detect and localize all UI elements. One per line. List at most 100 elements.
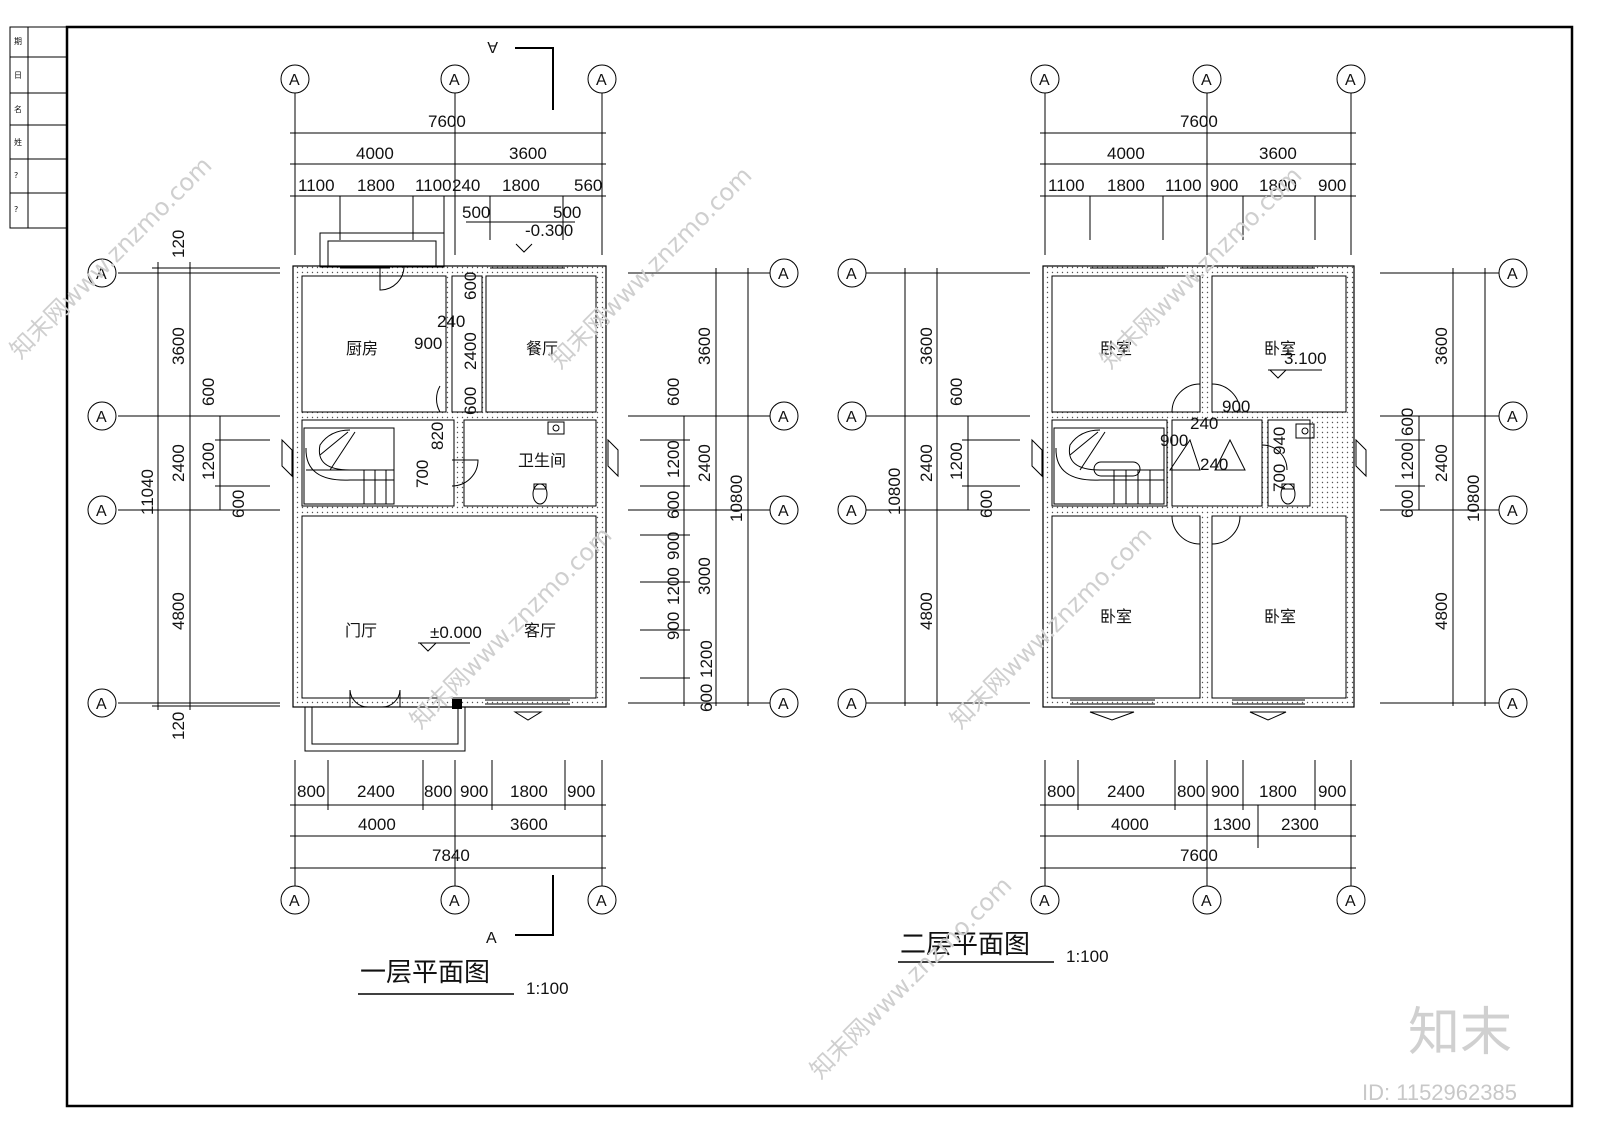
dim-top-detail: 1800: [1107, 176, 1145, 195]
grid-label: A: [289, 72, 300, 89]
dim-right-inner: 1200: [1398, 442, 1417, 480]
dim-inner: 900: [1160, 431, 1188, 450]
dim-top-total: 7600: [428, 112, 466, 131]
dim-top-total: 7600: [1180, 112, 1218, 131]
dim-right-3000: 3000: [695, 557, 714, 595]
dim-bottom-detail: 800: [424, 782, 452, 801]
dim-top-part: 4000: [356, 144, 394, 163]
dim-left-part: 3600: [169, 327, 188, 365]
dim-bottom-detail: 900: [567, 782, 595, 801]
grid-label: A: [1507, 503, 1518, 520]
dim-bottom-part: 3600: [510, 815, 548, 834]
plan2-title: 二层平面图: [900, 930, 1030, 960]
grid-label: A: [778, 503, 789, 520]
plan1-bath-fixtures: [532, 421, 565, 505]
grid-label: A: [1507, 696, 1518, 713]
grid-label: A: [1039, 893, 1050, 910]
dim-bottom-detail: 800: [1177, 782, 1205, 801]
dim-top-detail: 1100: [1165, 176, 1202, 195]
dim-right-part: 3600: [1432, 327, 1451, 365]
grid-label: A: [96, 409, 107, 426]
dim-inner: 940: [1270, 427, 1289, 455]
dim-top-part: 4000: [1107, 144, 1145, 163]
title-block: 期 日 名 姓 ? ?: [9, 26, 68, 229]
dim-top-detail: 1100: [415, 176, 452, 195]
grid-label: A: [1201, 893, 1212, 910]
room-dining: 餐厅: [526, 339, 558, 358]
dim-inner: 240: [437, 312, 465, 331]
dim-right-inner: 1200: [664, 567, 683, 605]
floor-plan-1: A A A A A A A A A A A A A A A A 7600 400…: [87, 38, 799, 998]
dim-left-part: 4800: [169, 592, 188, 630]
level-mark: -0.300: [525, 221, 573, 240]
dim-left-inner: 1200: [199, 442, 218, 480]
plan1-scale: 1:100: [526, 979, 569, 998]
dim-bottom-part: 4000: [1111, 815, 1149, 834]
dim-top-detail: 1800: [1259, 176, 1297, 195]
dim-left-small: 120: [169, 230, 188, 258]
dim-bottom-detail: 800: [1047, 782, 1075, 801]
title-block-cell-2: 日: [14, 71, 22, 80]
grid-label: A: [449, 72, 460, 89]
dim-right-inner: 1200: [697, 640, 716, 678]
plan1-grid-bubbles: A A A A A A A A A A A A A A: [87, 64, 799, 915]
room-living: 客厅: [524, 621, 556, 640]
plan2-walls: [1042, 265, 1355, 708]
dim-top-detail: 240: [452, 176, 480, 195]
dim-right-part: 2400: [695, 444, 714, 482]
dim-bottom-detail: 1800: [510, 782, 548, 801]
room-bedroom: 卧室: [1264, 339, 1296, 358]
dim-top-detail: 900: [1318, 176, 1346, 195]
room-bedroom: 卧室: [1264, 607, 1296, 626]
plan1-title: 一层平面图: [360, 958, 490, 988]
dim-top-detail: 1100: [298, 176, 335, 195]
dim-right-inner: 600: [697, 684, 716, 712]
dim-bottom-detail: 900: [1318, 782, 1346, 801]
dim-inner: 2400: [461, 332, 480, 370]
dim-right-inner: 600: [1398, 408, 1417, 436]
grid-label: A: [289, 893, 300, 910]
grid-label: A: [846, 503, 857, 520]
watermark-site: 知末网www.znzmo.com: [804, 871, 1017, 1084]
dim-right-part: 4800: [1432, 592, 1451, 630]
grid-label: A: [449, 893, 460, 910]
dim-top-detail: 1100: [1048, 176, 1085, 195]
dim-bottom-total: 7840: [432, 846, 470, 865]
plan2-bath-fixtures: [1280, 423, 1315, 505]
plan2-doors: [1031, 267, 1367, 721]
level-mark: 3.100: [1284, 349, 1327, 368]
section-mark: [515, 47, 554, 936]
dim-left-small: 120: [169, 712, 188, 740]
dim-left-inner: 1200: [947, 442, 966, 480]
dim-inner: 700: [413, 460, 432, 488]
room-bedroom: 卧室: [1100, 339, 1132, 358]
dim-right-inner: 600: [664, 491, 683, 519]
section-label-top: A: [487, 38, 498, 55]
floor-plan-2: A A A A A A A A A A A A A A 7600 4000 36…: [837, 64, 1528, 966]
grid-label: A: [96, 503, 107, 520]
dim-top-detail: 560: [574, 176, 602, 195]
dim-bottom-detail: 2400: [1107, 782, 1145, 801]
grid-label: A: [778, 696, 789, 713]
dim-top-detail: 900: [1210, 176, 1238, 195]
dim-bottom-part: 1300: [1213, 815, 1251, 834]
grid-label: A: [596, 893, 607, 910]
grid-label: A: [96, 266, 107, 283]
dim-top-detail: 1800: [502, 176, 540, 195]
dim-right-part: 2400: [1432, 444, 1451, 482]
plan2-scale: 1:100: [1066, 947, 1109, 966]
dim-left-inner: 600: [199, 378, 218, 406]
grid-label: A: [1039, 72, 1050, 89]
dim-inner: 240: [1190, 414, 1218, 433]
dim-bottom-detail: 1800: [1259, 782, 1297, 801]
title-block-cell-3: 名: [14, 104, 22, 114]
dim-left-inner: 600: [977, 490, 996, 518]
dim-inner: 600: [461, 272, 480, 300]
dim-left-inner: 600: [947, 378, 966, 406]
watermark-id: ID: 1152962385: [1362, 1080, 1517, 1105]
title-block-cell-4: 姓: [14, 137, 22, 147]
plan2-grid-bubbles: A A A A A A A A A A A A A A: [837, 64, 1528, 915]
room-bath: 卫生间: [518, 451, 566, 470]
plan1-doors: [281, 265, 619, 721]
dim-inner: 900: [1222, 397, 1250, 416]
